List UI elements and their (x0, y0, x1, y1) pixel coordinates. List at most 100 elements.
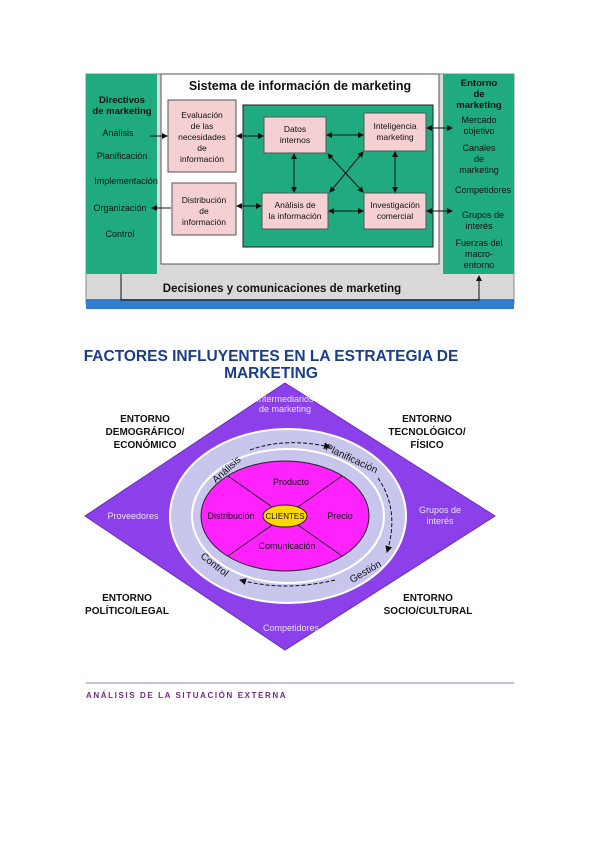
entorno-canales-3: marketing (459, 165, 499, 175)
mix-distribucion: Distribución (207, 511, 254, 521)
invest-line-2: comercial (377, 211, 413, 221)
dist-line-2: de (199, 206, 209, 216)
arrow-gestion-control (239, 578, 336, 587)
footer-heading: ANÁLISIS DE LA SITUACIÓN EXTERNA (86, 691, 287, 700)
mis-title: Sistema de información de marketing (189, 79, 411, 93)
intermediarios-line-2: de marketing (259, 404, 311, 414)
mix-producto: Producto (273, 477, 309, 487)
corner-politico: ENTORNO POLÍTICO/LEGAL (85, 593, 169, 617)
ring-control: Control (198, 551, 230, 580)
corner-socio-line-1: ENTORNO (403, 593, 453, 604)
dist-line-1: Distribución (182, 195, 227, 205)
ring-gestion: Gestión (348, 559, 383, 586)
box-distribucion (171, 182, 237, 236)
mis-blue-bar (86, 299, 514, 309)
intel-line-1: Inteligencia (373, 121, 416, 131)
corner-demografico-line-2: DEMOGRÁFICO/ (106, 425, 185, 438)
directivos-item-control: Control (105, 229, 134, 239)
feedback-loop (120, 274, 482, 301)
eval-line-4: de (197, 143, 207, 153)
eval-line-2: de las (191, 121, 214, 131)
corner-tecnologico-line-3: FÍSICO (410, 438, 444, 451)
entorno-competidores: Competidores (455, 185, 512, 195)
entorno-fuerzas-2: macro- (465, 249, 493, 259)
directivos-heading-line-1: Directivos (99, 95, 145, 106)
eval-line-5: información (180, 154, 224, 164)
eval-line-3: necesidades (178, 132, 226, 142)
label-proveedores: Proveedores (107, 511, 159, 521)
entorno-fuerzas-3: entorno (464, 260, 495, 270)
analisis-line-2: la información (269, 211, 322, 221)
entorno-panel (443, 74, 514, 274)
label-intermediarios: Intermediarios de marketing (256, 394, 314, 414)
corner-demografico-line-3: ECONÓMICO (114, 438, 177, 451)
entorno-heading-line-1: Entorno (461, 78, 498, 89)
arrow-analisis-planificacion (249, 442, 331, 451)
entorno-heading: Entorno de marketing (456, 78, 502, 111)
box-analisis (261, 192, 329, 230)
management-ring-inner-edge (191, 448, 385, 584)
arrow-diag-2 (329, 151, 364, 193)
entorno-items: Mercado objetivo Canales de marketing Co… (455, 115, 512, 270)
corner-politico-line-1: ENTORNO (102, 593, 152, 604)
mix-divider-2 (227, 475, 343, 557)
grupos-line-2: interés (426, 516, 454, 526)
factores-title-2: MARKETING (224, 365, 318, 382)
entorno-grupos-2: interés (465, 221, 493, 231)
clientes-center (262, 504, 308, 528)
corner-tecnologico: ENTORNO TECNOLÓGICO/ FÍSICO (388, 414, 465, 451)
corner-politico-line-2: POLÍTICO/LEGAL (85, 604, 169, 617)
box-investigacion (363, 192, 427, 230)
directivos-item-analisis: Análisis (102, 128, 134, 138)
corner-socio: ENTORNO SOCIO/CULTURAL (384, 593, 473, 617)
entorno-mercado-2: objetivo (463, 126, 494, 136)
management-ring (169, 428, 407, 604)
intermediarios-line-1: Intermediarios (256, 394, 314, 404)
mix-comunicacion: Comunicación (258, 541, 315, 551)
label-competidores: Competidores (263, 623, 320, 633)
datos-line-2: internos (280, 135, 310, 145)
directivos-item-organizacion: Organización (93, 203, 146, 213)
analisis-line-1: Análisis de (274, 200, 315, 210)
label-grupos-interes: Grupos de interés (419, 505, 461, 526)
entorno-heading-line-2: de (473, 89, 484, 100)
directivos-panel (86, 74, 157, 274)
directivos-item-planificacion: Planificación (97, 151, 148, 161)
factores-title-1: FACTORES INFLUYENTES EN LA ESTRATEGIA DE (84, 348, 459, 365)
directivos-item-implementacion: Implementación (94, 176, 158, 186)
arrow-planificacion-gestion (377, 477, 393, 553)
eval-line-1: Evaluación (181, 110, 223, 120)
environment-diamond (84, 382, 496, 651)
entorno-canales-1: Canales (462, 143, 496, 153)
box-datos-internos (263, 116, 327, 154)
intel-line-2: marketing (376, 132, 414, 142)
center-clientes: CLIENTES (265, 512, 304, 521)
datos-line-1: Datos (284, 124, 306, 134)
corner-socio-line-2: SOCIO/CULTURAL (384, 606, 473, 617)
entorno-fuerzas-1: Fuerzas del (455, 238, 502, 248)
directivos-items: Análisis Planificación Implementación Or… (93, 128, 157, 239)
grupos-line-1: Grupos de (419, 505, 461, 515)
mix-divider-1 (227, 475, 343, 557)
box-intel-text: Inteligencia marketing (373, 121, 416, 142)
corner-demografico-line-1: ENTORNO (120, 414, 170, 425)
entorno-canales-2: de (474, 154, 484, 164)
marketing-mix-ellipse (200, 460, 370, 572)
directivos-heading-line-2: de marketing (92, 106, 151, 117)
ring-analisis: Análisis (211, 454, 244, 485)
box-invest-text: Investigación comercial (370, 200, 420, 221)
box-datos-text: Datos internos (280, 124, 310, 145)
box-distribucion-text: Distribución de información (182, 195, 227, 227)
entorno-heading-line-3: marketing (456, 100, 502, 111)
box-evaluacion-text: Evaluación de las necesidades de informa… (178, 110, 226, 164)
box-analisis-text: Análisis de la información (269, 200, 322, 221)
mis-footer: Decisiones y comunicaciones de marketing (163, 283, 401, 295)
corner-tecnologico-line-1: ENTORNO (402, 414, 452, 425)
entorno-grupos-1: Grupos de (462, 210, 504, 220)
corner-demografico: ENTORNO DEMOGRÁFICO/ ECONÓMICO (106, 414, 185, 451)
mis-diagram: Sistema de información de marketing Dire… (85, 73, 515, 309)
directivos-heading: Directivos de marketing (92, 95, 151, 117)
corner-tecnologico-line-2: TECNOLÓGICO/ (388, 425, 465, 438)
ring-planificacion: Planificación (324, 443, 380, 477)
dist-line-3: información (182, 217, 226, 227)
